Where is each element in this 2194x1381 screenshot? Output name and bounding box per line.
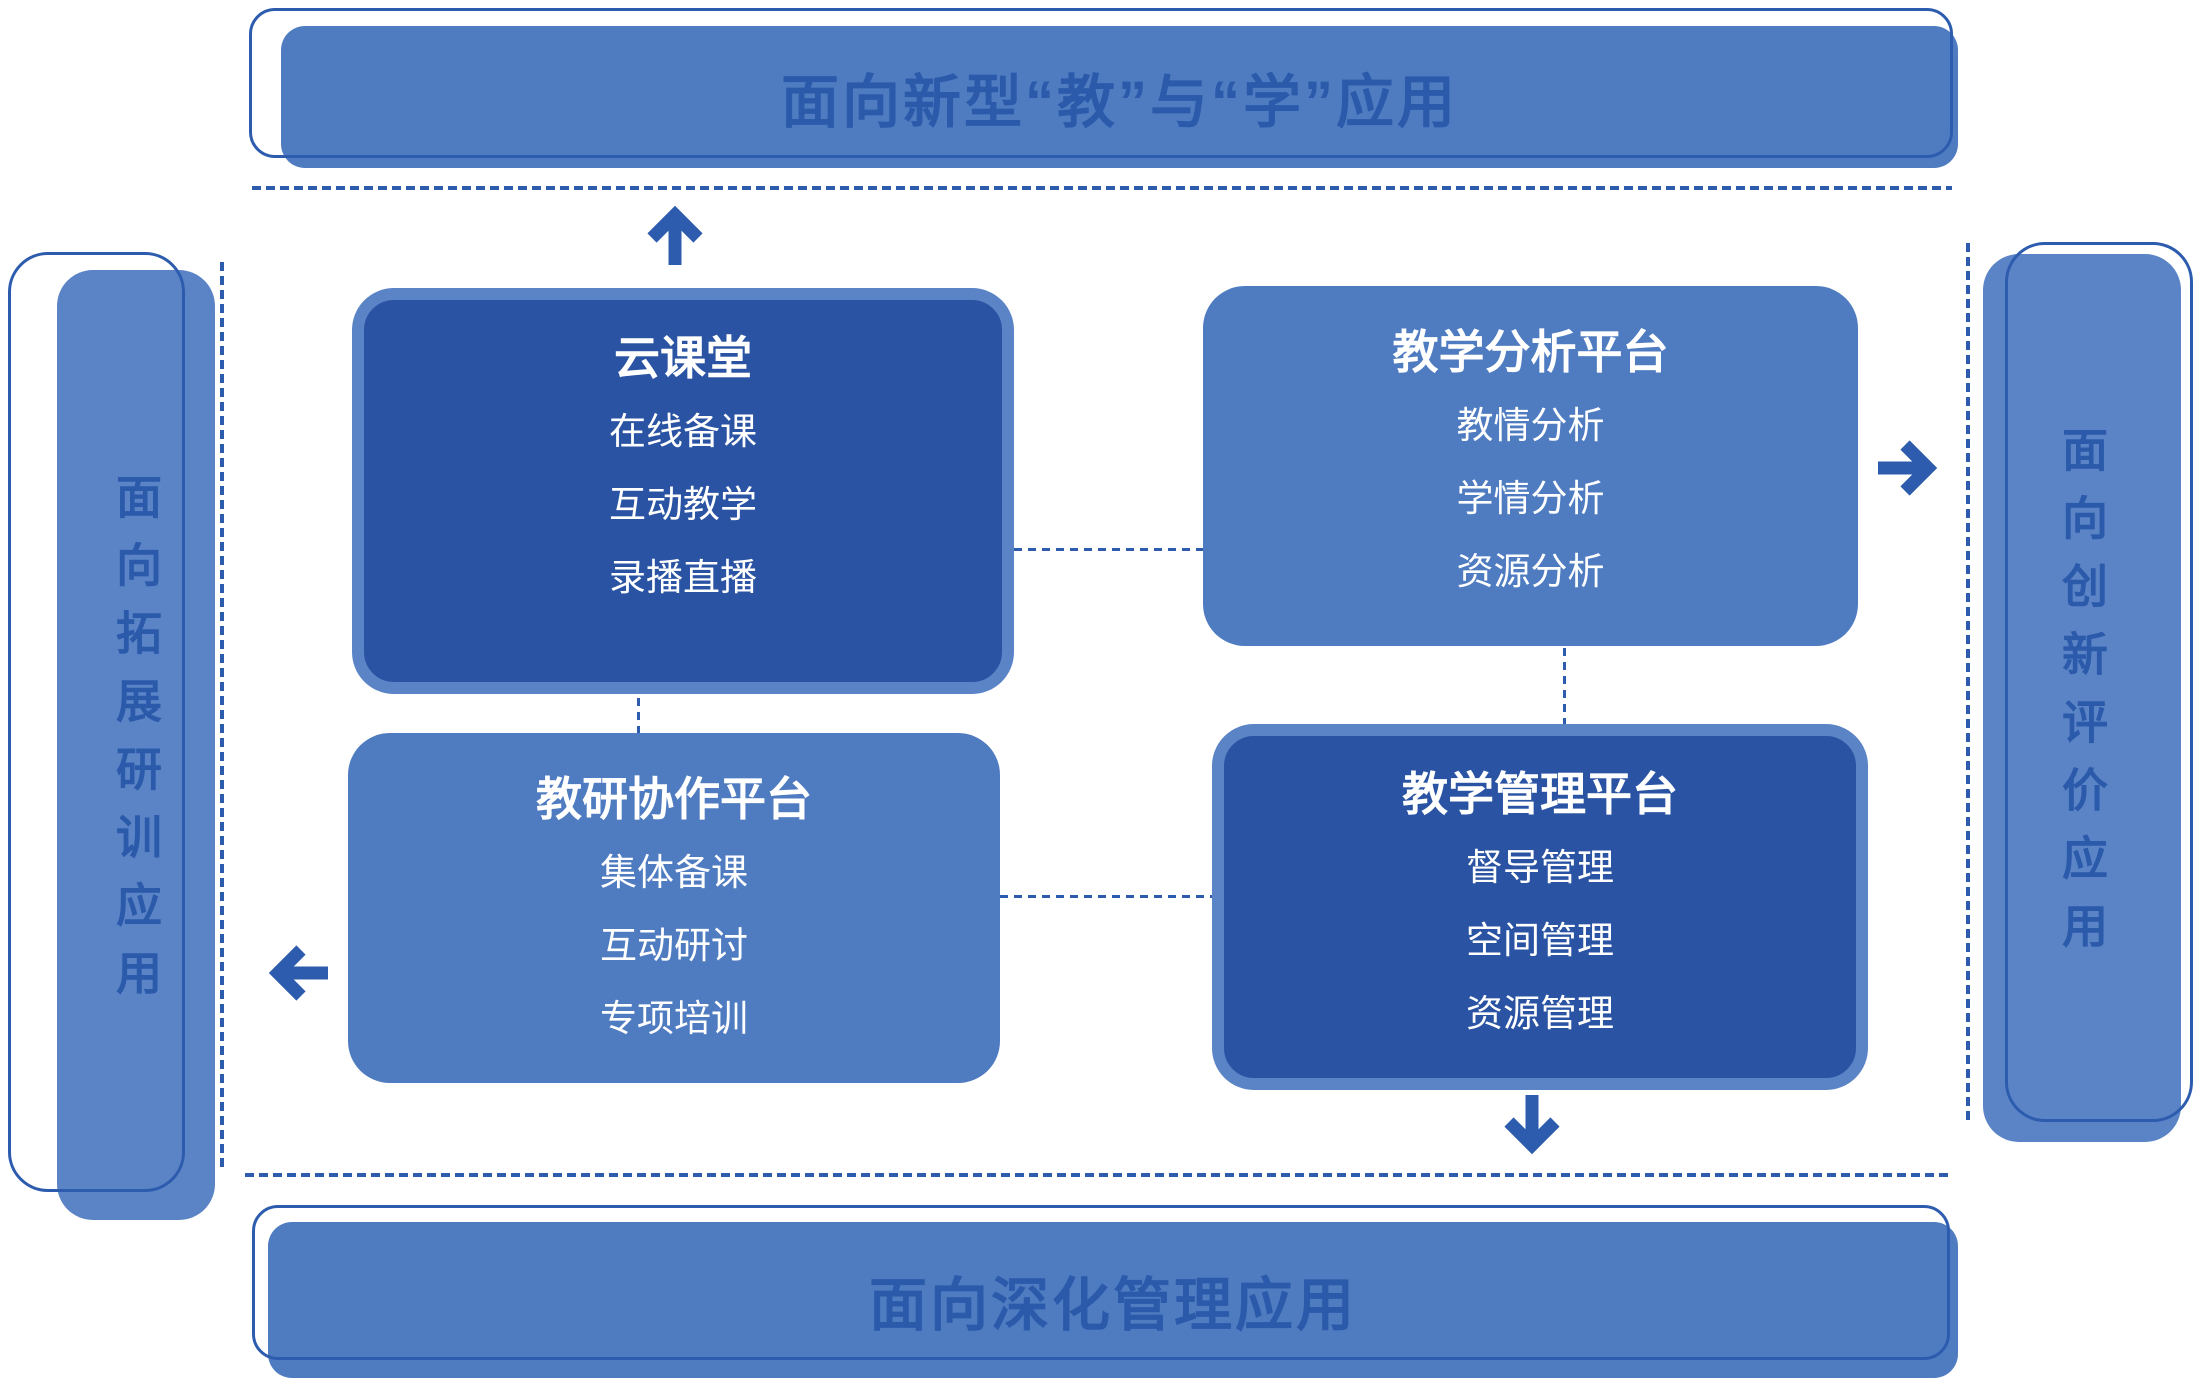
right-arrow-icon xyxy=(1876,438,1940,498)
left-banner: 面向拓展研训应用 xyxy=(57,270,215,1220)
box-teaching-management-title: 教学管理平台 xyxy=(1402,768,1678,820)
list-item: 资源分析 xyxy=(1456,551,1605,592)
bottom-banner: 面向深化管理应用 xyxy=(268,1222,1958,1378)
box-research-collaboration-title: 教研协作平台 xyxy=(536,773,812,825)
list-item: 集体备课 xyxy=(600,852,748,893)
left-arrow-icon xyxy=(266,943,330,1003)
box-cloud-classroom-title: 云课堂 xyxy=(614,332,752,384)
list-item: 资源管理 xyxy=(1466,993,1614,1034)
list-item: 督导管理 xyxy=(1466,847,1614,888)
list-item: 教情分析 xyxy=(1456,405,1605,446)
dashed-separator-bottom xyxy=(245,1173,1952,1177)
box-teaching-analysis: 教学分析平台 教情分析 学情分析 资源分析 xyxy=(1203,286,1858,646)
top-banner-label: 面向新型“教”与“学”应用 xyxy=(780,70,1458,135)
dashed-separator-left xyxy=(220,262,224,1168)
box-teaching-analysis-items: 教情分析 学情分析 资源分析 xyxy=(1457,404,1605,594)
box-research-collaboration: 教研协作平台 集体备课 互动研讨 专项培训 xyxy=(348,733,1000,1083)
right-banner-label: 面向创新评价应用 xyxy=(2056,426,2108,970)
list-item: 在线备课 xyxy=(609,411,757,452)
left-banner-label: 面向拓展研训应用 xyxy=(110,473,162,1017)
list-item: 专项培训 xyxy=(600,998,748,1039)
box-cloud-classroom-items: 在线备课 互动教学 录播直播 xyxy=(609,410,757,600)
top-banner: 面向新型“教”与“学”应用 xyxy=(281,26,1958,168)
list-item: 录播直播 xyxy=(609,557,757,598)
connector-cloud-analysis xyxy=(1014,548,1203,551)
box-cloud-classroom: 云课堂 在线备课 互动教学 录播直播 xyxy=(352,288,1014,694)
dashed-separator-right xyxy=(1966,243,1970,1120)
dashed-separator-top xyxy=(252,186,1952,190)
box-teaching-management-items: 督导管理 空间管理 资源管理 xyxy=(1466,846,1614,1036)
down-arrow-icon xyxy=(1502,1093,1562,1157)
list-item: 空间管理 xyxy=(1466,920,1614,961)
list-item: 互动教学 xyxy=(609,484,757,525)
box-teaching-management: 教学管理平台 督导管理 空间管理 资源管理 xyxy=(1212,724,1868,1090)
connector-cloud-research xyxy=(637,698,640,733)
bottom-banner-label: 面向深化管理应用 xyxy=(868,1273,1357,1338)
box-research-collaboration-items: 集体备课 互动研讨 专项培训 xyxy=(600,851,748,1041)
box-teaching-analysis-title: 教学分析平台 xyxy=(1392,326,1669,378)
connector-analysis-management xyxy=(1563,648,1566,724)
list-item: 学情分析 xyxy=(1456,478,1605,519)
connector-research-management xyxy=(1000,895,1212,898)
list-item: 互动研讨 xyxy=(600,925,748,966)
right-banner: 面向创新评价应用 xyxy=(1983,254,2181,1142)
up-arrow-icon xyxy=(645,203,705,267)
